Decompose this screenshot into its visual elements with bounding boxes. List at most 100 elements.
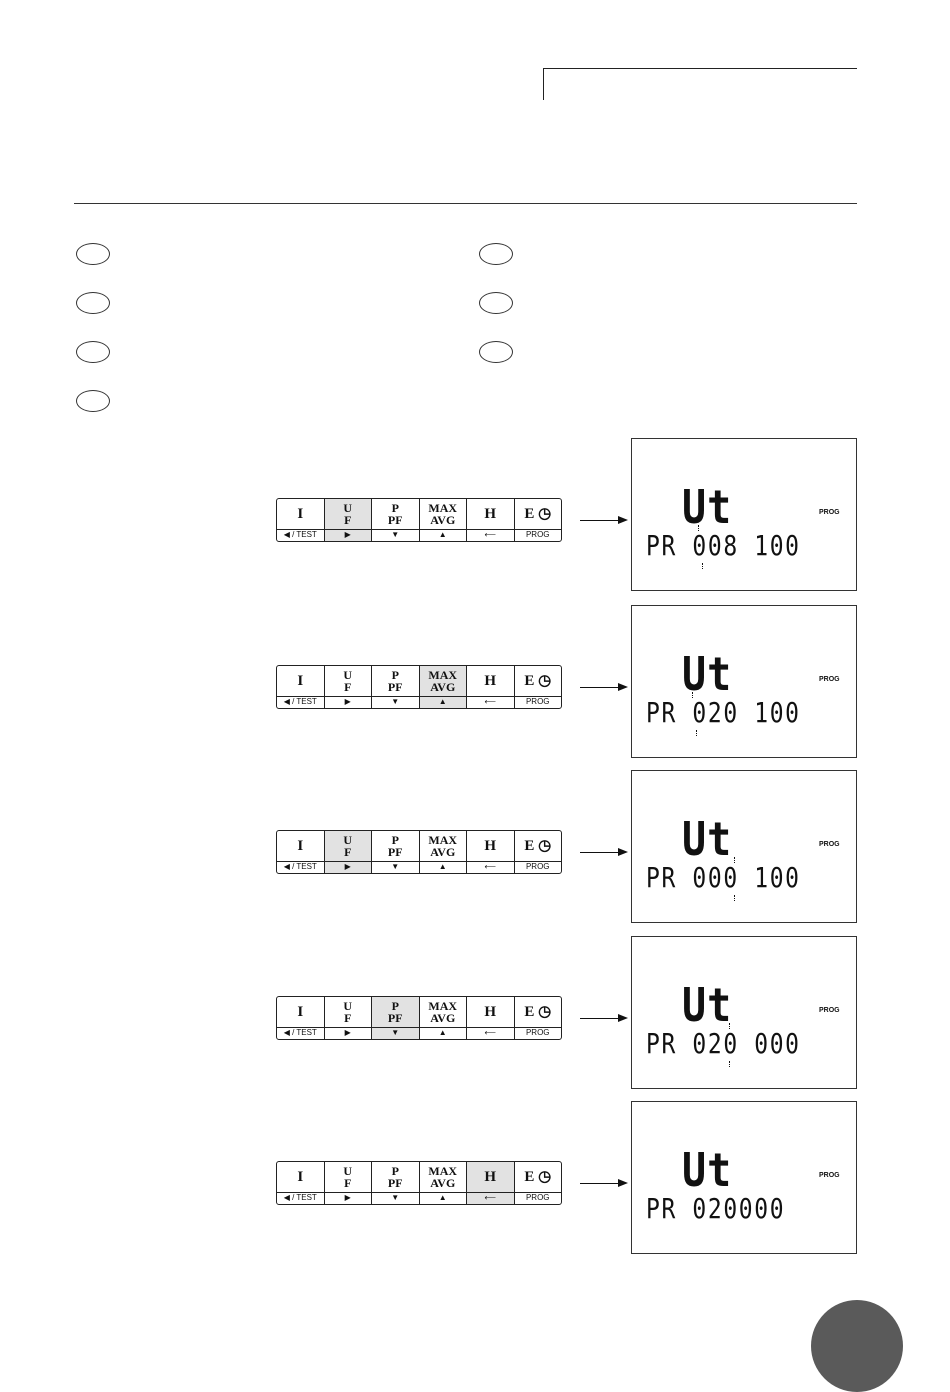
key-function-label: ▼ (372, 860, 419, 873)
key-function-label: ▼ (372, 1026, 419, 1039)
arrow-icon (618, 1179, 628, 1187)
lcd-value: PR 008 100 (646, 529, 801, 562)
key-function-label: ◀ / TEST (277, 1026, 324, 1039)
key-function-label: ▶ (324, 860, 371, 873)
key-label: I (297, 1003, 304, 1020)
key-h[interactable]: H⟵ (467, 1162, 515, 1204)
arrow-line (580, 687, 620, 688)
key-function-label: ◀ / TEST (277, 860, 324, 873)
key-function-label: ⟵ (467, 1191, 514, 1204)
key-h[interactable]: H⟵ (467, 499, 515, 541)
key-label: I (297, 837, 304, 854)
key-function-label: ◀ / TEST (277, 695, 324, 708)
key-i[interactable]: I ◀ / TEST (277, 666, 325, 708)
digit-cursor-mark (702, 563, 704, 569)
key-function-label: ▲ (419, 695, 466, 708)
language-oval (76, 390, 110, 412)
key-i[interactable]: I ◀ / TEST (277, 831, 325, 873)
key-function-label: ▼ (372, 528, 419, 541)
lcd-value: PR 000 100 (646, 861, 801, 894)
key-i[interactable]: I ◀ / TEST (277, 997, 325, 1039)
digit-cursor-mark (729, 1023, 731, 1029)
language-oval (479, 243, 513, 265)
arrow-line (580, 520, 620, 521)
digit-cursor-mark (729, 1061, 731, 1067)
key-h[interactable]: H⟵ (467, 666, 515, 708)
arrow-line (580, 852, 620, 853)
key-label: H (484, 672, 497, 689)
key-function-label: ⟵ (467, 695, 514, 708)
key-function-label: ▼ (372, 1191, 419, 1204)
key-label: E ◷ (524, 1003, 552, 1020)
key-label: I (297, 672, 304, 689)
digit-cursor-mark (734, 895, 736, 901)
arrow-icon (618, 1014, 628, 1022)
language-oval (479, 292, 513, 314)
lcd-value: PR 020 100 (646, 696, 801, 729)
key-function-label: ▶ (324, 695, 371, 708)
digit-cursor-mark (734, 857, 736, 863)
key-i[interactable]: I◀ / TEST (277, 499, 325, 541)
key-function-label: ⟵ (467, 1026, 514, 1039)
key-e[interactable]: E ◷PROG (514, 1162, 561, 1204)
key-function-label: ▼ (372, 695, 419, 708)
key-i[interactable]: I◀ / TEST (277, 1162, 325, 1204)
lcd-mode: Ut (682, 648, 733, 702)
key-e[interactable]: E ◷PROG (514, 831, 561, 873)
lcd-prog-indicator: PROG (819, 1007, 840, 1014)
key-e[interactable]: E ◷PROG (514, 997, 561, 1039)
language-oval (76, 292, 110, 314)
lcd-mode: Ut (682, 481, 733, 535)
key-function-label: ▶ (324, 528, 371, 541)
key-h[interactable]: H⟵ (467, 831, 515, 873)
key-function-label: ▲ (419, 860, 466, 873)
arrow-line (580, 1018, 620, 1019)
arrow-line (580, 1183, 620, 1184)
key-h[interactable]: H⟵ (467, 997, 515, 1039)
key-e[interactable]: E ◷PROG (514, 666, 561, 708)
key-function-label: PROG (514, 1191, 561, 1204)
lcd-mode: Ut (682, 1144, 733, 1198)
key-label: H (484, 1003, 497, 1020)
lcd-prog-indicator: PROG (819, 509, 840, 516)
header-tab-tick (543, 68, 544, 100)
key-label: H (484, 505, 497, 522)
key-e[interactable]: E ◷PROG (514, 499, 561, 541)
language-oval (479, 341, 513, 363)
lcd-prog-indicator: PROG (819, 841, 840, 848)
key-label: E ◷ (524, 505, 552, 522)
page-marker (811, 1300, 903, 1392)
header-tab-line (543, 68, 857, 69)
